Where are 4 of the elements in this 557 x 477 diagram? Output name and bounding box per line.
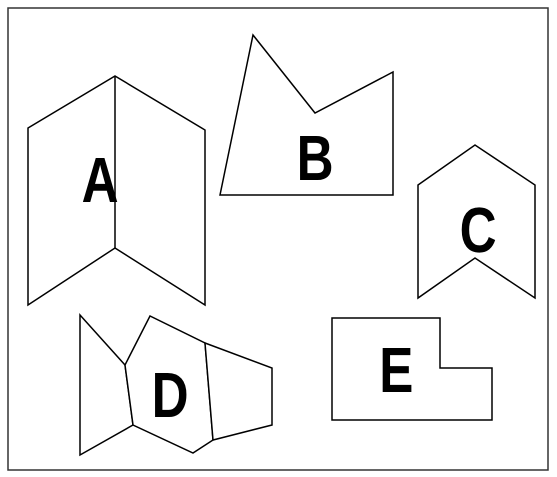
shape-letter: D	[152, 363, 189, 427]
shape-letter: B	[296, 126, 334, 190]
shape-letter: E	[378, 338, 413, 402]
shape-letter: C	[460, 198, 497, 262]
